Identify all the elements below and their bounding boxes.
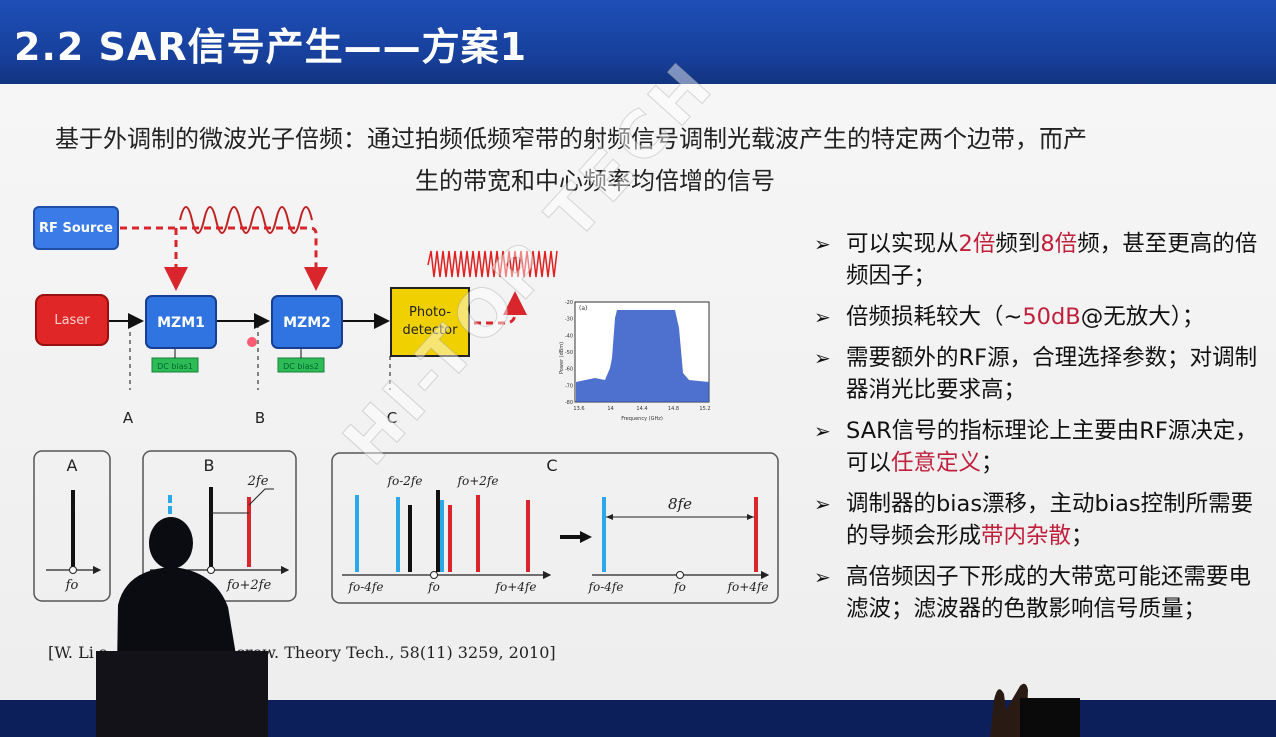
bullet-arrow-icon: ➢ bbox=[814, 232, 831, 256]
pointer-dot bbox=[247, 337, 257, 347]
bullet-text: ； bbox=[981, 450, 1004, 476]
hand-silhouette bbox=[990, 683, 1080, 737]
bullet-text: ； bbox=[1071, 523, 1094, 549]
bullet-highlight: 8倍 bbox=[1040, 231, 1078, 257]
bullet-highlight: 带内杂散 bbox=[981, 523, 1072, 549]
mzm2-block bbox=[271, 295, 343, 349]
bullet-item: ➢ 调制器的bias漂移，主动bias控制所需要的导频会形成带内杂散； bbox=[812, 488, 1272, 552]
panel-b-label: B bbox=[204, 456, 215, 475]
spectrum-xlabel: Frequency (GHz) bbox=[621, 416, 663, 422]
spectrum-y-tick: -70 bbox=[565, 383, 573, 389]
bullet-text: 需要额外的RF源，合理选择参数；对调制器消光比要求高； bbox=[846, 345, 1258, 403]
spectrum-x-tick: 14.4 bbox=[636, 406, 647, 412]
laser-label: Laser bbox=[54, 313, 90, 328]
bullet-item: ➢ 倍频损耗较大（~50dB@无放大）； bbox=[812, 301, 1272, 333]
bullet-item: ➢ 需要额外的RF源，合理选择参数；对调制器消光比要求高； bbox=[812, 342, 1272, 406]
panel-a-frame bbox=[33, 450, 111, 602]
spectrum-y-tick: -40 bbox=[565, 333, 573, 339]
rf-feed-line bbox=[120, 226, 328, 291]
title-bar: 2.2 SAR信号产生——方案1 bbox=[0, 0, 1276, 84]
spectrum-x-tick: 15.2 bbox=[699, 406, 710, 412]
photodetector-label-1: Photo- bbox=[409, 305, 451, 320]
bullet-item: ➢ SAR信号的指标理论上主要由RF源决定，可以任意定义； bbox=[812, 415, 1272, 479]
spectrum-x-tick: 14.8 bbox=[668, 406, 679, 412]
spectrum-y-ticks: -20 -30 -40 -50 -60 -70 -80 bbox=[565, 300, 573, 406]
bullet-text: 频，甚至更高的倍频因子； bbox=[846, 231, 1258, 289]
panel-c-bottom-left: fo-4fe bbox=[348, 580, 384, 594]
slide-title: 2.2 SAR信号产生——方案1 bbox=[14, 25, 528, 69]
rf-source-block bbox=[33, 206, 119, 250]
panel-c-top-right: fo+2fe bbox=[457, 474, 499, 488]
bullet-arrow-icon: ➢ bbox=[814, 565, 831, 589]
bullet-list: ➢ 可以实现从2倍频到8倍频，甚至更高的倍频因子； ➢ 倍频损耗较大（~50dB@无放… bbox=[812, 228, 1272, 634]
bullet-highlight: 任意定义 bbox=[891, 450, 982, 476]
panel-c-frame bbox=[331, 452, 779, 604]
photodetector-block bbox=[390, 287, 470, 357]
panel-c-span: 8fe bbox=[668, 495, 692, 513]
laser-block bbox=[35, 294, 109, 346]
panel-c-out-right: fo+4fe bbox=[727, 580, 769, 594]
spectrum-x-tick: 14 bbox=[607, 406, 613, 412]
panel-c-out-left: fo-4fe bbox=[588, 580, 624, 594]
bullet-text: @无放大）； bbox=[1080, 304, 1205, 330]
bullet-highlight: 2倍 bbox=[958, 231, 996, 257]
panel-b-spacing: 2fe bbox=[247, 474, 269, 489]
mzm1-label: MZM1 bbox=[157, 315, 205, 331]
bullet-arrow-icon: ➢ bbox=[814, 346, 831, 370]
spectrum-panels: A fo B 2fe fo+2fe C fo-2fe fo+2fe fo-4fe… bbox=[33, 450, 779, 604]
rf-source-label: RF Source bbox=[39, 221, 113, 236]
point-a-label: A bbox=[123, 409, 134, 427]
panel-c-top-left: fo-2fe bbox=[387, 474, 423, 488]
output-waveform bbox=[427, 250, 558, 278]
bullet-text: SAR信号的指标理论上主要由RF源决定，可以 bbox=[846, 418, 1258, 476]
spectrum-y-tick: -20 bbox=[565, 300, 573, 306]
panel-c-bottom-center: fo bbox=[427, 580, 440, 594]
spectrum-y-tick: -50 bbox=[565, 350, 573, 356]
spectrum-ylabel: Power (dBm) bbox=[559, 342, 565, 374]
spectrum-x-ticks: 13.6 14 14.4 14.8 15.2 bbox=[573, 406, 710, 412]
bullet-text: 倍频损耗较大（~ bbox=[846, 304, 1023, 330]
spectrum-y-tick: -60 bbox=[565, 367, 573, 373]
bullet-text: 高倍频因子下形成的大带宽可能还需要电滤波；滤波器的色散影响信号质量； bbox=[846, 564, 1252, 622]
rf-waveform bbox=[179, 206, 313, 234]
presenter-silhouette bbox=[96, 517, 268, 737]
bullet-arrow-icon: ➢ bbox=[814, 305, 831, 329]
panel-b-tick: fo+2fe bbox=[226, 578, 272, 593]
spectrum-plot: (a) -20 -30 -40 -50 -60 -70 -80 13.6 14 14.4 14.8… bbox=[559, 300, 711, 422]
mzm2-label: MZM2 bbox=[283, 315, 331, 331]
dc-bias1-label: DC bias1 bbox=[157, 362, 193, 371]
bullet-text: 调制器的bias漂移，主动bias控制所需要的导频会形成 bbox=[846, 491, 1254, 549]
panel-c-bottom-right: fo+4fe bbox=[495, 580, 537, 594]
panel-a-label: A bbox=[67, 456, 78, 475]
bullet-text: 可以实现从 bbox=[846, 231, 959, 257]
bullet-item: ➢ 高倍频因子下形成的大带宽可能还需要电滤波；滤波器的色散影响信号质量； bbox=[812, 561, 1272, 625]
mzm1-block bbox=[145, 295, 217, 349]
intro-line-2: 生的带宽和中心频率均倍增的信号 bbox=[415, 167, 775, 195]
bullet-arrow-icon: ➢ bbox=[814, 419, 831, 443]
bullet-item: ➢ 可以实现从2倍频到8倍频，甚至更高的倍频因子； bbox=[812, 228, 1272, 292]
panel-c-out-center: fo bbox=[673, 580, 686, 594]
intro-line-1: 基于外调制的微波光子倍频：通过拍频低频窄带的射频信号调制光载波产生的特定两个边带… bbox=[55, 125, 1087, 153]
intro-text: 基于外调制的微波光子倍频：通过拍频低频窄带的射频信号调制光载波产生的特定两个边带… bbox=[55, 118, 1255, 202]
panel-c-label: C bbox=[546, 456, 557, 475]
spectrum-noise-floor bbox=[576, 310, 709, 402]
pd-output-line bbox=[474, 291, 527, 325]
point-b-label: B bbox=[255, 409, 265, 427]
spectrum-y-tick: -30 bbox=[565, 317, 573, 323]
panel-a-tick: fo bbox=[65, 578, 79, 593]
bullet-arrow-icon: ➢ bbox=[814, 492, 831, 516]
spectrum-y-tick: -80 bbox=[565, 400, 573, 406]
bullet-text: 频到 bbox=[995, 231, 1041, 257]
photodetector-label-2: detector bbox=[403, 323, 459, 338]
dc-bias2-label: DC bias2 bbox=[283, 362, 319, 371]
bullet-highlight: 50dB bbox=[1022, 304, 1081, 330]
spectrum-x-tick: 13.6 bbox=[573, 406, 584, 412]
point-c-label: C bbox=[387, 409, 397, 427]
block-diagram: RF Source Laser MZM1 DC bias1 MZM2 DC bi… bbox=[33, 206, 558, 427]
spectrum-panel-label: (a) bbox=[579, 305, 587, 312]
